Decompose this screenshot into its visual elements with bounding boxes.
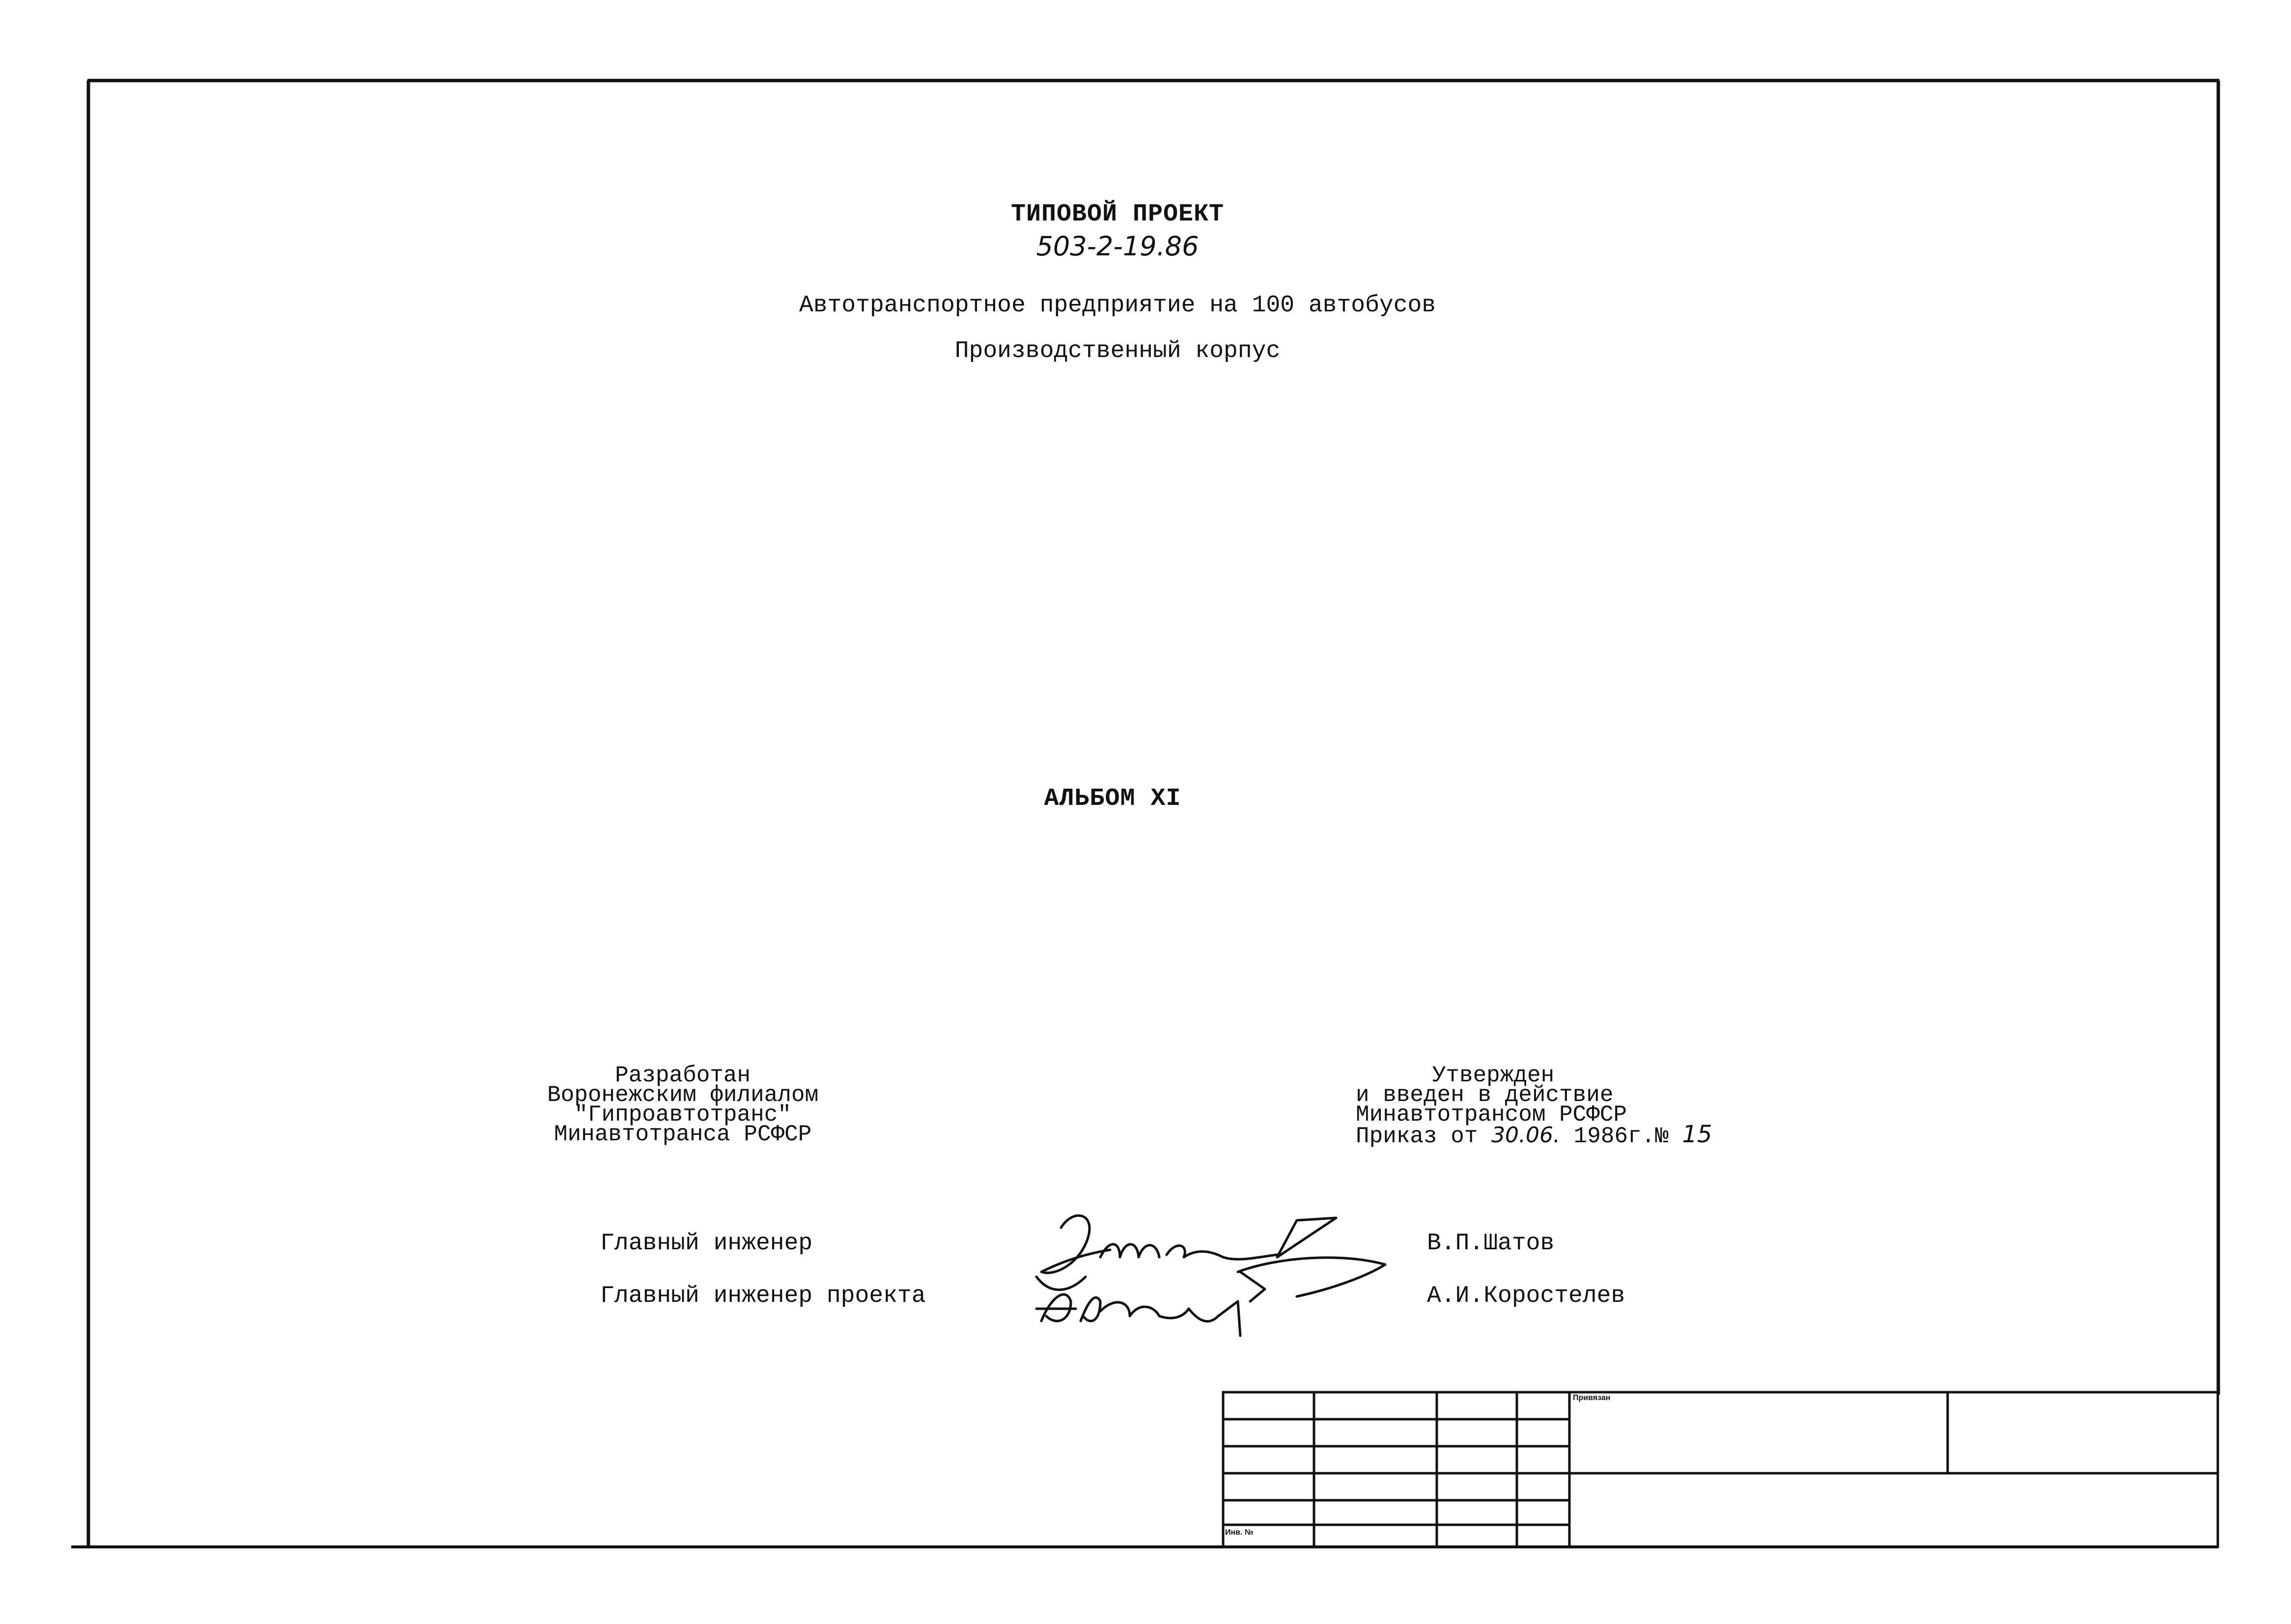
developer-block: Разработан Воронежским филиалом "Гипроав… xyxy=(535,1063,830,1147)
project-number: 503-2-19.86 xyxy=(1036,231,1199,262)
approval-order-line: Приказ от 30.06. 1986г.№ 15 xyxy=(1356,1123,1759,1149)
signature-shatov xyxy=(1035,1214,1387,1303)
album-label: АЛЬБОМ XI xyxy=(1044,785,1181,813)
project-subtitle: Производственный корпус xyxy=(954,338,1281,364)
developer-line: Минавтотранса РСФСР xyxy=(554,1122,812,1147)
signature-korostelev xyxy=(1035,1293,1242,1337)
developer-line: Разработан xyxy=(615,1063,751,1088)
signatory-name: А.И.Коростелев xyxy=(1427,1283,1625,1309)
signatory-role: Главный инженер xyxy=(600,1230,813,1257)
approval-line: Утвержден xyxy=(1432,1063,1555,1088)
order-date: 30.06. xyxy=(1491,1123,1561,1148)
order-year: 1986г.№ xyxy=(1573,1124,1669,1149)
order-prefix: Приказ от xyxy=(1356,1124,1478,1149)
approval-line: и введен в действие xyxy=(1356,1082,1614,1108)
approval-line: Минавтотрансом РСФСР xyxy=(1356,1102,1627,1128)
attached-label: Привязан xyxy=(1573,1394,1611,1402)
inventory-number-label: Инв. № xyxy=(1225,1528,1254,1537)
developer-line: Воронежским филиалом xyxy=(547,1082,819,1108)
project-title: Автотранспортное предприятие на 100 авто… xyxy=(799,292,1436,319)
developer-line: "Гипроавтотранс" xyxy=(574,1102,791,1128)
approval-block: Утвержден и введен в действие Минавтотра… xyxy=(1356,1063,1759,1149)
project-type-heading: ТИПОВОЙ ПРОЕКТ xyxy=(1010,200,1225,228)
title-block-grid xyxy=(1222,1391,2219,1548)
signatory-role: Главный инженер проекта xyxy=(600,1283,926,1309)
signatory-name: В.П.Шатов xyxy=(1427,1230,1555,1257)
order-number: 15 xyxy=(1682,1121,1712,1148)
